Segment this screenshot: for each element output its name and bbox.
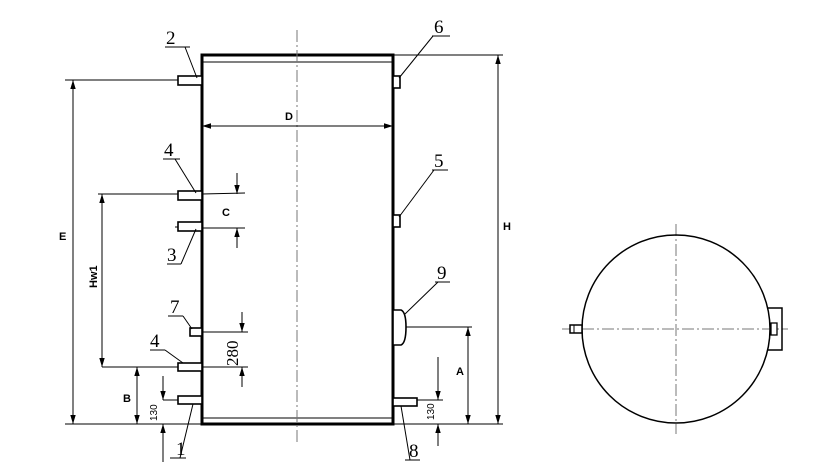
label-E: E — [59, 231, 66, 243]
leader-line-1 — [179, 403, 194, 459]
dimension-lines — [70, 55, 501, 462]
pipe-5 — [392, 214, 401, 228]
label-D: D — [285, 111, 293, 123]
leader-line-3 — [180, 228, 197, 265]
leader-line-8 — [400, 405, 411, 461]
flange-9 — [392, 309, 407, 346]
callout-4-top: 4 — [164, 140, 174, 161]
label-280: 280 — [223, 341, 242, 367]
callout-8: 8 — [409, 441, 419, 462]
leader-line-4-top — [174, 158, 197, 194]
leader-line-6 — [398, 35, 434, 79]
pipe-3 — [177, 221, 203, 232]
top-view-nozzle-left — [569, 324, 583, 334]
label-B: B — [123, 393, 131, 405]
tank-top-view — [562, 224, 788, 434]
pipe-7 — [189, 327, 203, 337]
callout-1: 1 — [176, 439, 186, 460]
label-Hw1: Hw1 — [88, 265, 100, 288]
label-130-left: 130 — [149, 404, 160, 421]
callout-7: 7 — [170, 297, 180, 318]
leader-lines — [150, 35, 450, 461]
pipe-8 — [392, 397, 418, 407]
callout-5: 5 — [434, 151, 444, 172]
pipe-6 — [392, 75, 401, 89]
callout-4-bottom: 4 — [150, 331, 160, 352]
dimension-labels: D E H Hw1 C 280 B 130 A 130 — [59, 111, 511, 421]
pipe-1 — [177, 395, 203, 405]
label-A: A — [456, 366, 464, 378]
connections — [177, 75, 418, 407]
callout-6: 6 — [434, 17, 444, 38]
callout-numbers: 2 6 4 5 3 9 7 4 1 8 — [150, 17, 447, 462]
label-H: H — [503, 221, 511, 233]
leader-line-4-bottom — [164, 349, 184, 364]
pipe-4-bottom — [177, 362, 203, 372]
extension-line — [201, 192, 246, 195]
callout-9: 9 — [437, 263, 447, 284]
leader-line-9 — [404, 281, 439, 315]
callout-2: 2 — [166, 28, 176, 49]
leader-line-2 — [184, 46, 198, 79]
pipe-2 — [177, 75, 203, 86]
top-view-nozzle-right — [770, 322, 778, 336]
leader-line-5 — [398, 169, 435, 218]
callout-3: 3 — [167, 245, 177, 266]
tank-side-view — [200, 30, 395, 442]
label-130-right: 130 — [426, 403, 437, 420]
leader-line-7 — [182, 315, 193, 330]
top-view-flange — [768, 307, 783, 351]
pipe-4-top — [177, 190, 203, 201]
label-C: C — [222, 207, 230, 219]
extension-lines — [65, 54, 503, 425]
